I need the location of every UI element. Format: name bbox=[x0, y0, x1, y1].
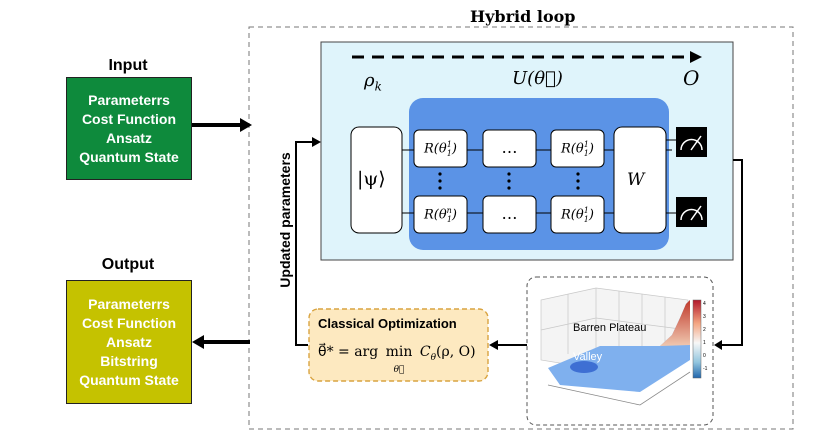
gate-r-bottom-1 bbox=[413, 195, 468, 234]
observable-label: O bbox=[683, 66, 700, 90]
hybrid-loop-title: Hybrid loop bbox=[470, 7, 576, 26]
gate-r-bottom-2 bbox=[550, 195, 605, 234]
gate-r-bottom-1-label: R(θn1) bbox=[423, 206, 457, 224]
gate-dots-top-label: … bbox=[501, 138, 518, 157]
gate-dots-top bbox=[482, 129, 537, 168]
w-gate-box bbox=[613, 126, 667, 234]
gate-r-top-1-label: R(θ11) bbox=[424, 140, 457, 158]
colorbar-tick: 1 bbox=[703, 340, 706, 346]
gate-r-top-1 bbox=[413, 129, 468, 168]
valley-label: Valley bbox=[573, 351, 603, 363]
output-box: Parameterrs Cost Function Ansatz Bitstri… bbox=[66, 280, 192, 404]
gate-dots-bottom-label: … bbox=[501, 204, 518, 223]
output-line: Cost Function bbox=[81, 314, 177, 331]
input-box: Parameterrs Cost Function Ansatz Quantum… bbox=[66, 77, 192, 180]
psi-label: |ψ⟩ bbox=[357, 168, 386, 190]
updated-parameters-label: Updated parameters bbox=[277, 152, 293, 288]
input-line: Ansatz bbox=[106, 129, 152, 146]
barren-plateau-label: Barren Plateau bbox=[573, 322, 647, 334]
colorbar-tick: 3 bbox=[703, 314, 706, 320]
output-line: Quantum State bbox=[79, 371, 179, 388]
gate-dots-bottom bbox=[482, 195, 537, 234]
valley-dip bbox=[570, 361, 598, 373]
input-title: Input bbox=[108, 57, 148, 74]
gate-r-top-2-label: R(θ11) bbox=[561, 140, 594, 158]
output-line: Parameterrs bbox=[88, 295, 170, 312]
classical-optimization-title: Classical Optimization bbox=[318, 316, 457, 331]
vertical-dots bbox=[438, 172, 580, 190]
colorbar-ticks: 4 3 2 1 0 -1 bbox=[703, 298, 707, 376]
gate-r-top-2 bbox=[550, 129, 605, 168]
hybrid-loop-frame bbox=[248, 26, 794, 430]
input-line: Parameterrs bbox=[88, 91, 170, 108]
output-line: Bitstring bbox=[100, 352, 158, 369]
colorbar-tick: 2 bbox=[703, 327, 706, 333]
colorbar-tick: -1 bbox=[703, 366, 708, 372]
colorbar bbox=[692, 299, 702, 379]
unitary-label: U(θ⃗) bbox=[512, 68, 563, 89]
w-label: W bbox=[627, 170, 645, 190]
colorbar-tick: 0 bbox=[703, 353, 706, 359]
input-line: Quantum State bbox=[79, 148, 179, 165]
output-line: Ansatz bbox=[106, 333, 152, 350]
colorbar-tick: 4 bbox=[703, 301, 706, 307]
meter-icon-bottom bbox=[676, 197, 707, 227]
output-title: Output bbox=[101, 256, 155, 273]
gate-r-bottom-2-label: R(θ11) bbox=[561, 206, 594, 224]
rho-label: ρk bbox=[364, 70, 382, 94]
input-line: Cost Function bbox=[81, 110, 177, 127]
meter-icon-top bbox=[676, 127, 707, 157]
classical-optimization-box bbox=[308, 308, 489, 382]
psi-state-box bbox=[350, 126, 403, 234]
